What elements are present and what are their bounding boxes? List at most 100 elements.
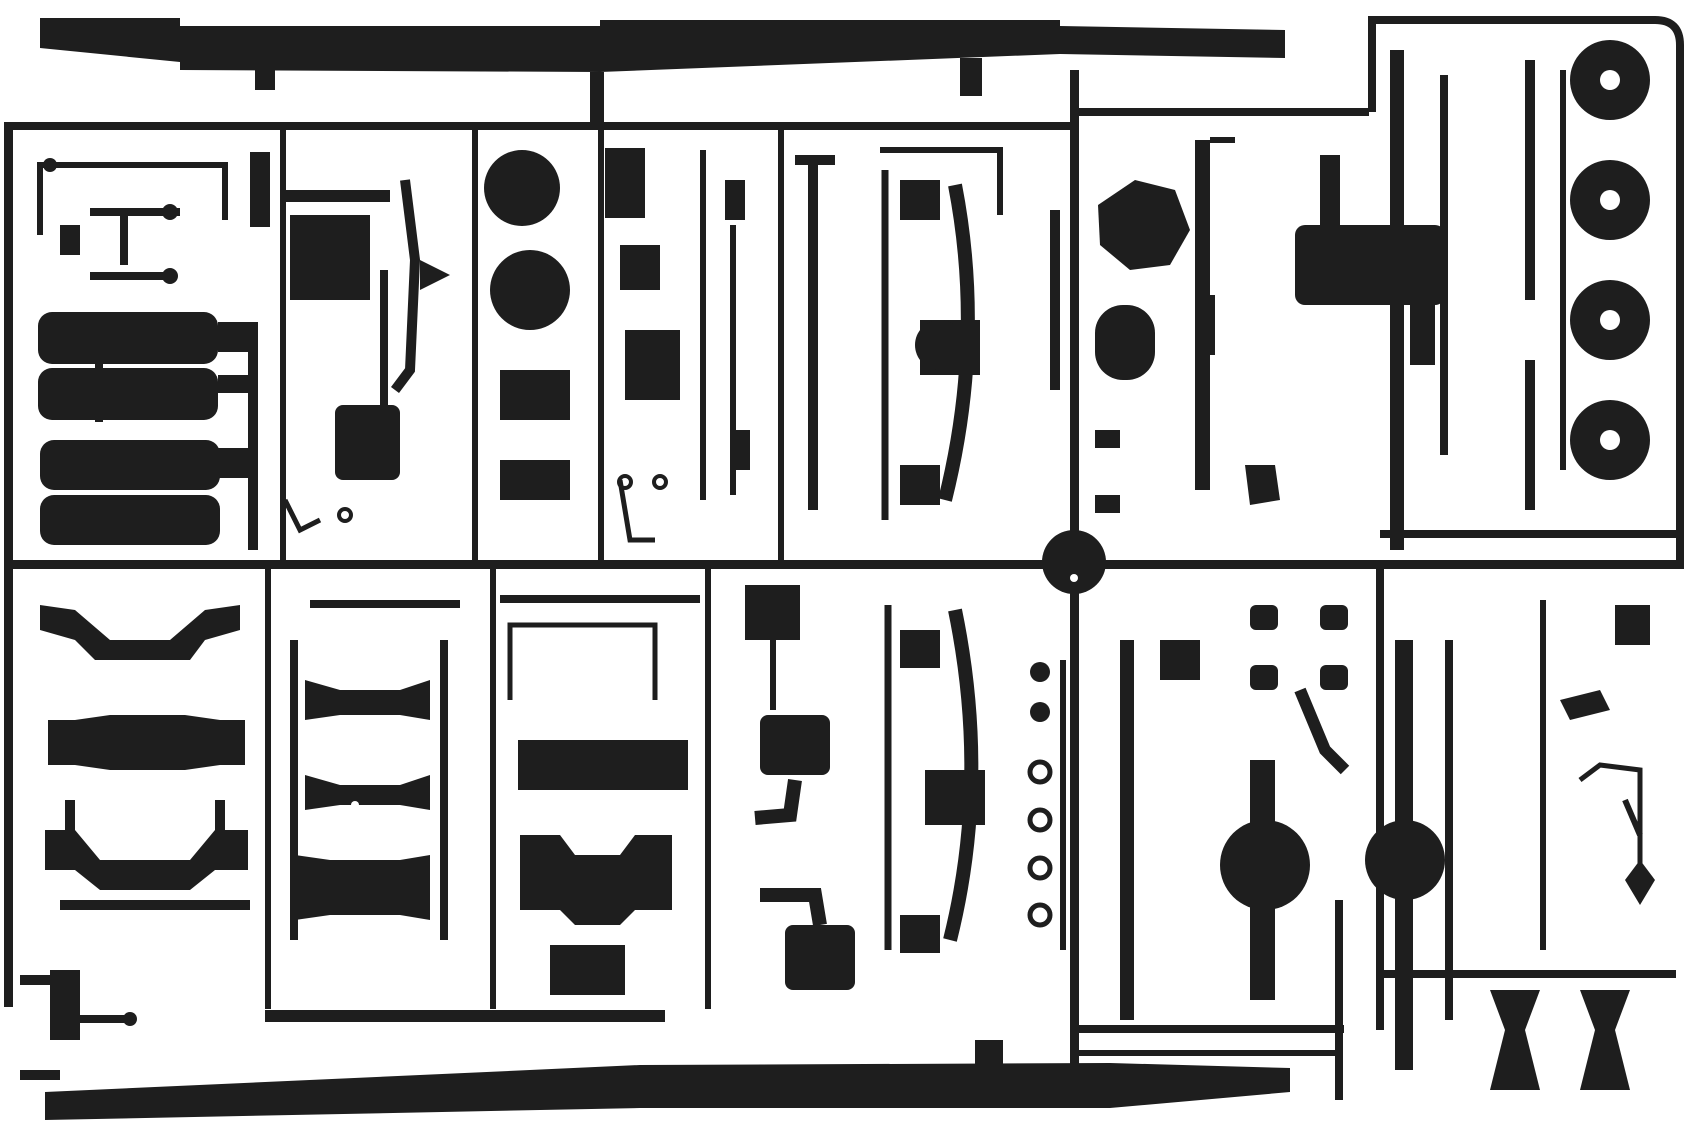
- section-crossmembers-center: [290, 600, 460, 940]
- rail-tab: [960, 58, 982, 96]
- rod-end: [725, 180, 745, 220]
- rod: [80, 1015, 130, 1023]
- bracket: [1245, 465, 1280, 505]
- spring-shackle: [900, 465, 940, 505]
- bracket: [60, 225, 80, 255]
- air-tank: [38, 368, 218, 420]
- runner-middle: [4, 560, 1684, 569]
- axle-housing: [1295, 225, 1445, 305]
- bracket: [1615, 605, 1650, 645]
- exhaust-pipe: [391, 179, 421, 393]
- bracket: [745, 585, 800, 640]
- spring-shackle: [900, 915, 940, 953]
- muffler: [785, 925, 855, 990]
- small-link: [617, 479, 655, 543]
- runner: [500, 595, 700, 603]
- section-mufflers: [745, 585, 855, 990]
- mudflap-bracket: [1580, 990, 1630, 1090]
- axle-shaft: [1250, 760, 1275, 1000]
- divider: [490, 569, 496, 1009]
- rod: [1440, 75, 1448, 455]
- runner: [1380, 530, 1680, 538]
- section-leaf-spring-top: [795, 147, 1003, 520]
- crossmember: [305, 775, 430, 810]
- crossmember-tab: [65, 800, 75, 840]
- crossmember: [295, 855, 430, 920]
- rail-tab: [975, 1040, 1003, 1070]
- runner: [1079, 1025, 1344, 1033]
- mudflap-bracket: [1490, 990, 1540, 1090]
- section-axle-bottom: [1120, 605, 1453, 1070]
- rod: [1120, 640, 1134, 1020]
- divider: [265, 569, 271, 1009]
- muffler: [760, 715, 830, 775]
- chassis-rail-top: [40, 18, 1285, 72]
- bracket-plate: [500, 460, 570, 500]
- runner: [1079, 1050, 1339, 1056]
- chassis-rail-bottom: [45, 1063, 1290, 1120]
- crossmember: [305, 680, 430, 720]
- runner: [280, 190, 390, 202]
- divider: [705, 569, 711, 1009]
- crossmember: [48, 715, 245, 770]
- runner: [880, 147, 1003, 215]
- rod: [1622, 798, 1643, 837]
- ring: [1027, 855, 1053, 881]
- runner: [1376, 560, 1384, 1030]
- washer: [1030, 702, 1050, 722]
- exhaust-elbow: [760, 888, 827, 927]
- exhaust-elbow: [754, 779, 802, 825]
- runner: [265, 1010, 665, 1022]
- intake-filter: [335, 405, 400, 480]
- crossmember-tab: [215, 800, 225, 840]
- nut: [1250, 605, 1278, 630]
- runner: [1195, 140, 1210, 490]
- frame-outline: [507, 622, 658, 700]
- linkage: [620, 245, 660, 290]
- tank-mount: [218, 375, 248, 393]
- section-tanks: [37, 152, 450, 550]
- runner: [770, 640, 776, 710]
- bracket: [1578, 762, 1643, 870]
- runner: [1376, 970, 1676, 978]
- runner: [290, 640, 298, 940]
- diff-cover: [1098, 180, 1190, 270]
- axle-arm: [1410, 255, 1435, 365]
- runner: [440, 640, 448, 940]
- sprue-hub: [1042, 530, 1106, 594]
- drive-link: [1294, 687, 1350, 775]
- air-tank: [40, 440, 220, 490]
- spring-pad: [915, 320, 965, 370]
- torque-rod: [808, 160, 818, 510]
- runner: [4, 122, 1079, 130]
- divider: [472, 130, 478, 560]
- section-plates: [500, 595, 700, 995]
- bracket: [90, 272, 175, 280]
- rod: [1445, 640, 1453, 1020]
- washer: [1030, 662, 1050, 682]
- rail-tab: [255, 70, 275, 90]
- rod: [730, 225, 736, 495]
- clip: [1095, 430, 1120, 448]
- nut: [1320, 605, 1348, 630]
- runner: [60, 900, 250, 910]
- rod: [700, 150, 706, 500]
- ring: [1027, 902, 1053, 928]
- crossmember: [40, 605, 240, 660]
- bracket: [90, 208, 180, 216]
- runner: [1540, 600, 1546, 950]
- lever: [1560, 690, 1610, 720]
- spring-pad: [926, 771, 974, 819]
- runner: [1079, 108, 1369, 116]
- small-link: [282, 498, 322, 534]
- rod-end: [795, 155, 835, 165]
- bracket: [120, 215, 128, 265]
- runner: [1060, 660, 1066, 950]
- runner: [380, 270, 388, 410]
- crossmember: [45, 830, 248, 890]
- linkage: [625, 330, 680, 400]
- runner: [1560, 70, 1566, 470]
- runner: [248, 330, 258, 550]
- rail-tab: [590, 72, 604, 122]
